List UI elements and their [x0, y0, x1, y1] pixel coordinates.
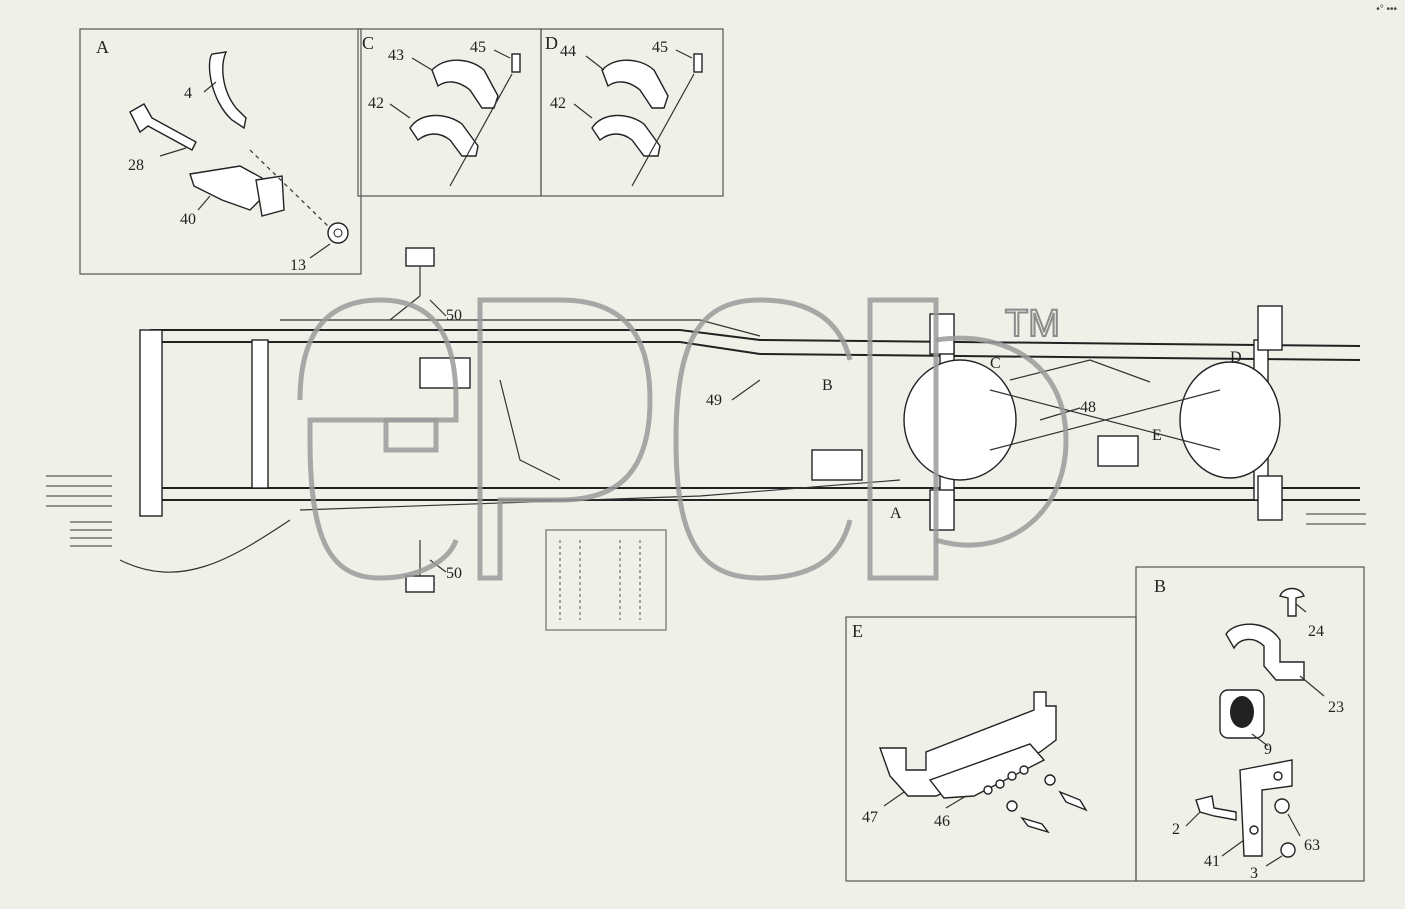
chassis-mark-c: C: [990, 355, 1001, 372]
d-bolt: [693, 53, 703, 73]
bracket-flange: [255, 175, 285, 217]
callout-42-d: 42: [550, 95, 566, 112]
b-bolt-24: [1279, 587, 1305, 617]
c-lower-clip: [409, 114, 479, 157]
chassis-mark-b: B: [822, 377, 833, 394]
brake-module: [1097, 435, 1139, 467]
callout-50-bottom: 50: [446, 565, 462, 582]
bolt-part: [129, 103, 197, 151]
callout-47: 47: [862, 809, 878, 826]
panel-a: A 4 28 40 13: [79, 28, 362, 275]
panel-c-title: C: [362, 33, 374, 53]
callout-28: 28: [128, 157, 144, 174]
b-bolt-2: [1195, 795, 1237, 821]
callout-46: 46: [934, 813, 950, 830]
panel-e-title: E: [852, 621, 863, 641]
rear-axle-rear: [1179, 361, 1281, 479]
hub-r-left: [1257, 305, 1283, 351]
chassis-mark-e: E: [1152, 427, 1162, 444]
callout-40: 40: [180, 211, 196, 228]
c-bolt: [511, 53, 521, 73]
callout-23: 23: [1328, 699, 1344, 716]
valve-unit-b: [811, 449, 863, 481]
callout-4: 4: [184, 85, 192, 102]
callout-9: 9: [1264, 741, 1272, 758]
callout-45-d: 45: [652, 39, 668, 56]
callout-41: 41: [1204, 853, 1220, 870]
clamp-part: [208, 51, 247, 130]
panel-b: B 24 23 9 2 41 3 63: [1135, 566, 1365, 882]
callout-43: 43: [388, 47, 404, 64]
air-tank-bottom: [405, 575, 435, 593]
front-crossmember: [251, 339, 269, 489]
air-tank-top: [405, 247, 435, 267]
callout-50-top: 50: [446, 307, 462, 324]
callout-45-c: 45: [470, 39, 486, 56]
callout-2: 2: [1172, 821, 1180, 838]
panel-e: E 47 46: [845, 616, 1137, 882]
watermark-tm: TM: [1005, 303, 1060, 345]
valve-block: [419, 357, 471, 389]
callout-63: 63: [1304, 837, 1320, 854]
radiator: [139, 329, 163, 517]
panel-c: C 43 45 42: [357, 28, 542, 197]
callout-24: 24: [1308, 623, 1324, 640]
b-nut-3: [1280, 842, 1296, 858]
callout-3: 3: [1250, 865, 1258, 882]
watermark: TM: [297, 297, 1069, 581]
chassis-mark-d: D: [1230, 349, 1242, 366]
c-upper-clip: [431, 59, 499, 109]
panel-a-title: A: [96, 37, 109, 57]
d-lower-clip: [591, 114, 661, 157]
callout-48: 48: [1080, 399, 1096, 416]
callout-44: 44: [560, 43, 576, 60]
callout-42-c: 42: [368, 95, 384, 112]
corner-mark: •° •••: [1376, 4, 1397, 15]
b-nut-63: [1274, 798, 1290, 814]
panel-d-title: D: [545, 33, 558, 53]
rear-axle-front: [903, 359, 1017, 481]
hub-r-right: [1257, 475, 1283, 521]
e-bracket-47: [879, 691, 1057, 797]
bracket-part: [189, 165, 263, 211]
panel-b-title: B: [1154, 576, 1166, 596]
chassis-mark-a: A: [890, 505, 902, 522]
d-upper-clip: [601, 59, 669, 109]
callout-49: 49: [706, 392, 722, 409]
panel-d: D 44 45 42: [540, 28, 724, 197]
chassis-frame: [46, 247, 1366, 631]
callout-13: 13: [290, 257, 306, 274]
b-clip-23: [1225, 623, 1305, 681]
